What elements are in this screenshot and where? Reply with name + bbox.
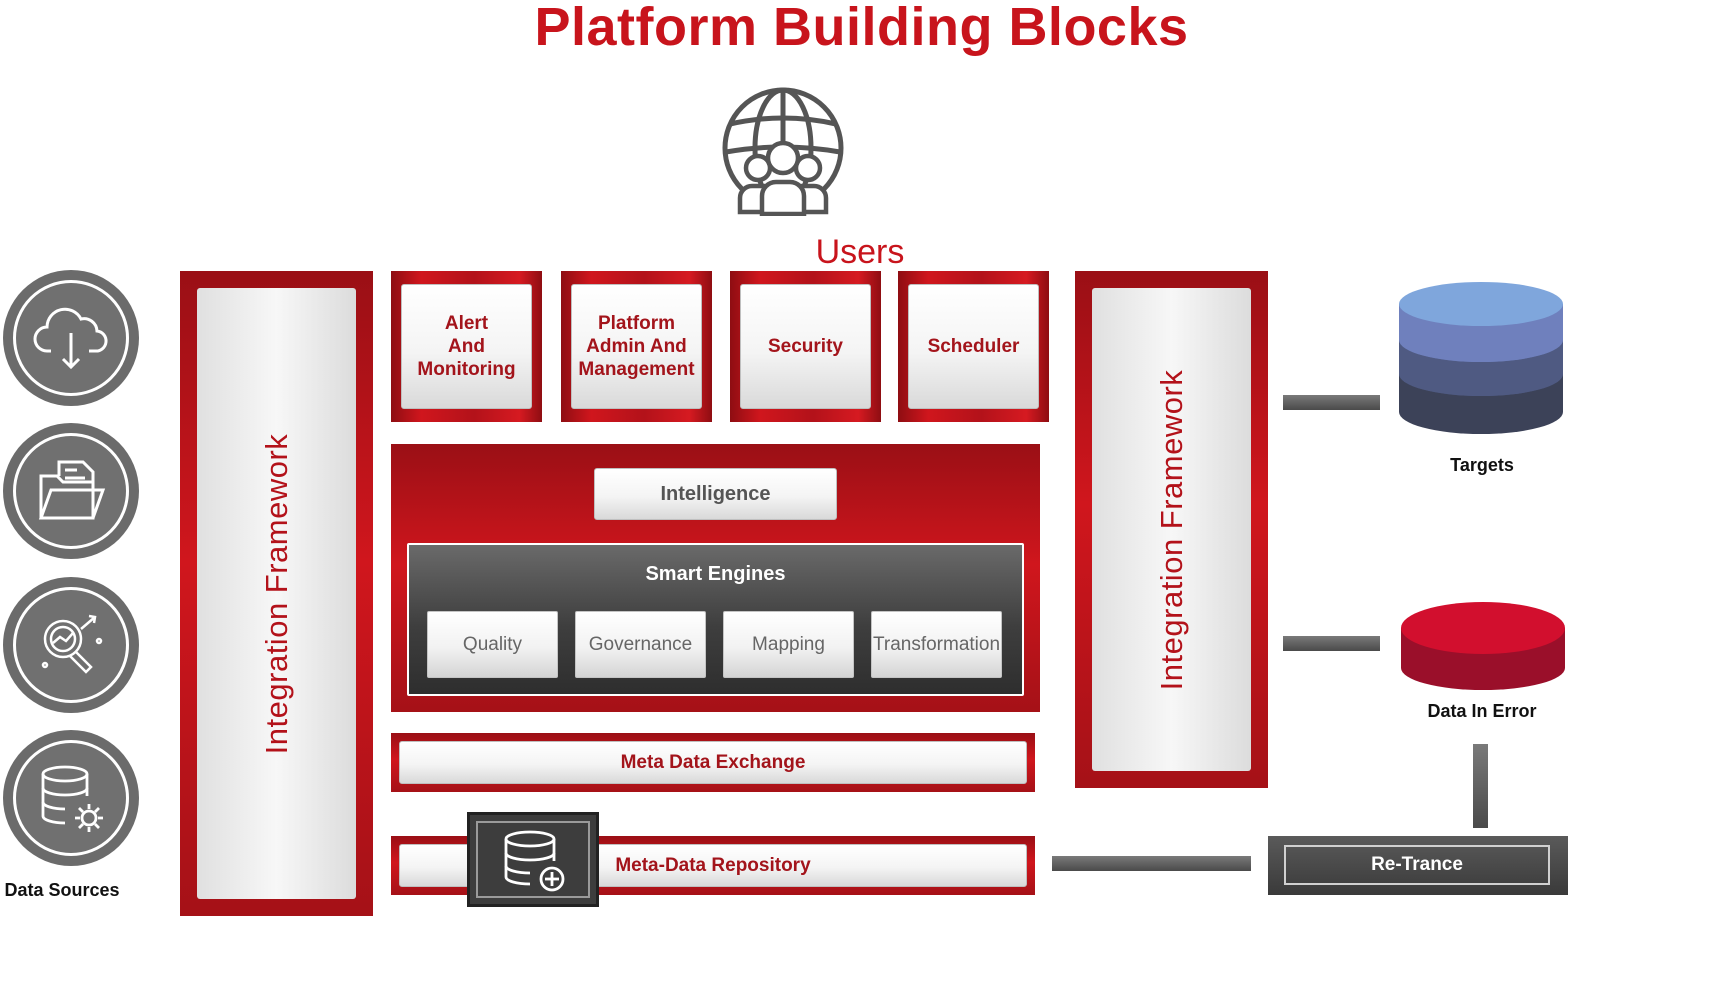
right-integration-framework[interactable]: Integration Framework xyxy=(1075,271,1268,788)
users-label: Users xyxy=(815,233,905,271)
diagram-title: Platform Building Blocks xyxy=(534,0,1189,57)
alert-and-monitoring: Alert And Monitoring xyxy=(401,284,532,409)
re-trance-inner: Re-Trance xyxy=(1284,845,1550,885)
data-source-files[interactable] xyxy=(3,423,139,559)
meta-data-exchange-frame[interactable]: Meta Data Exchange xyxy=(391,733,1035,792)
right-framework-label: Integration Framework xyxy=(1153,369,1189,690)
folder-documents-icon xyxy=(38,460,106,520)
engine-quality[interactable]: Quality xyxy=(427,611,558,678)
re-trance-label: Re-Trance xyxy=(1371,854,1463,875)
data-source-database[interactable] xyxy=(3,730,139,866)
intelligence-label[interactable]: Intelligence xyxy=(594,468,837,520)
intelligence-block: Intelligence Smart Engines Quality Gover… xyxy=(391,444,1040,712)
analytics-search-icon xyxy=(41,614,103,674)
left-integration-framework[interactable]: Integration Framework xyxy=(180,271,373,916)
connector-repository xyxy=(1052,856,1251,871)
globe-users-icon xyxy=(718,86,848,217)
data-sources-label: Data Sources xyxy=(4,880,120,900)
database-settings-icon xyxy=(41,765,103,832)
connector-targets xyxy=(1283,395,1380,410)
right-framework-panel: Integration Framework xyxy=(1092,288,1251,771)
data-source-cloud[interactable] xyxy=(3,270,139,406)
left-framework-label: Integration Framework xyxy=(258,433,294,754)
data-in-error-label: Data In Error xyxy=(1427,701,1537,721)
engine-mapping[interactable]: Mapping xyxy=(723,611,854,678)
module-scheduler-frame[interactable]: Scheduler xyxy=(898,271,1049,422)
module-security-frame[interactable]: Security xyxy=(730,271,881,422)
database-add-icon xyxy=(467,812,599,907)
left-framework-panel: Integration Framework xyxy=(197,288,356,899)
re-trance-block[interactable]: Re-Trance xyxy=(1268,836,1568,895)
targets-label: Targets xyxy=(1450,455,1514,475)
connector-data-in-error xyxy=(1283,636,1380,651)
smart-engines-label: Smart Engines xyxy=(645,563,786,585)
connector-error-retrance xyxy=(1473,744,1488,828)
module-alert-frame[interactable]: Alert And Monitoring xyxy=(391,271,542,422)
data-in-error-database-icon xyxy=(1399,596,1567,694)
scheduler: Scheduler xyxy=(908,284,1039,409)
targets-database-icon xyxy=(1397,272,1565,452)
meta-data-repository-label: Meta-Data Repository xyxy=(615,855,811,876)
engine-transformation[interactable]: Transformation xyxy=(871,611,1002,678)
engine-governance[interactable]: Governance xyxy=(575,611,706,678)
meta-data-exchange: Meta Data Exchange xyxy=(399,741,1027,784)
module-platform-admin-frame[interactable]: Platform Admin And Management xyxy=(561,271,712,422)
platform-admin-and-management: Platform Admin And Management xyxy=(571,284,702,409)
data-source-analytics[interactable] xyxy=(3,577,139,713)
smart-engines-panel: Smart Engines Quality Governance Mapping… xyxy=(407,543,1024,696)
cloud-download-icon xyxy=(33,307,108,370)
security: Security xyxy=(740,284,871,409)
